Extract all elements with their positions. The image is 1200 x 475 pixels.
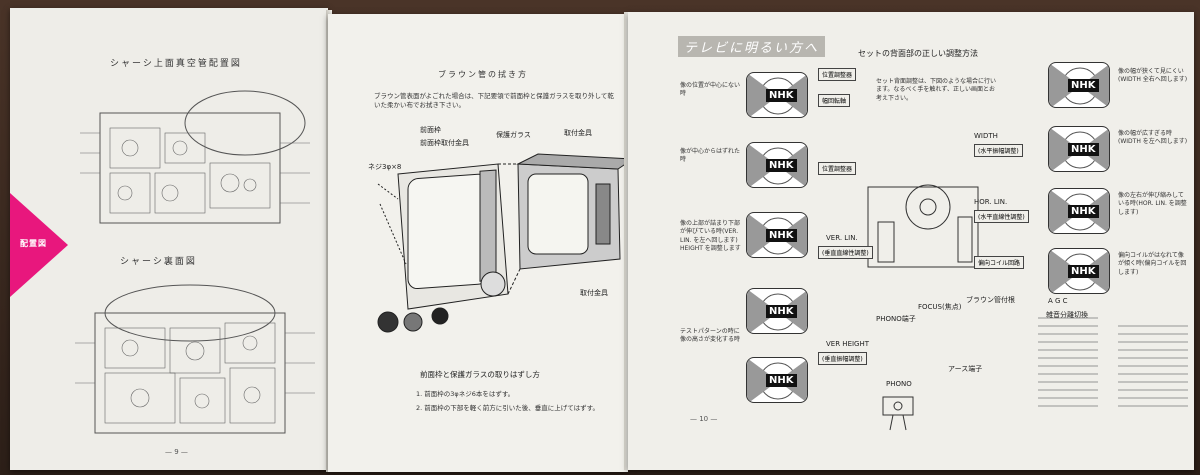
- ctrl-ver-lin: VER. LIN.: [826, 234, 858, 242]
- mid-step-2: 2. 前面枠の下部を軽く前方に引いた後、垂直に上げてはずす。: [416, 404, 599, 412]
- test-pattern-r4: NHK: [1048, 248, 1110, 294]
- left-title-top: シャーシ上面真空管配置図: [110, 59, 242, 69]
- rear-chassis-diagram: [867, 184, 979, 268]
- chassis-note: セット背面調整は、下図のような場合に行います。なるべく手を触れず、正しい画面とお…: [876, 78, 997, 102]
- label-protective-glass: 保護ガラス: [496, 131, 531, 139]
- left-page-number: — 9 —: [165, 448, 188, 456]
- nhk-logo: NHK: [766, 374, 797, 387]
- ctrl-brown-tube: ブラウン管付根: [966, 296, 1015, 304]
- dense-text-block: [1038, 317, 1188, 407]
- middle-page: ブラウン管の拭き方 ブラウン管表面がよごれた場合は、下記要領で前面枠と保護ガラス…: [328, 14, 628, 472]
- ctrl-earth: アース端子: [948, 365, 983, 373]
- nhk-logo: NHK: [766, 305, 797, 318]
- left-note-4: テストパターンの時に像の高さが変化する時: [680, 328, 741, 344]
- ctrl-phono: PHONO端子: [876, 315, 916, 323]
- test-pattern-5: NHK: [746, 357, 808, 403]
- nhk-logo: NHK: [766, 229, 797, 242]
- mid-subtitle: 前面枠と保護ガラスの取りはずし方: [420, 370, 540, 379]
- right-note-1: 像の幅が狭くて見にくい(WIDTH 全右へ回します): [1118, 68, 1188, 84]
- test-pattern-4: NHK: [746, 288, 808, 334]
- phono-jack-diagram: [882, 396, 914, 431]
- nhk-logo: NHK: [1068, 205, 1099, 218]
- ctrl-hor-lin-sub: (水平直線性調整): [974, 210, 1029, 223]
- left-title-bottom: シャーシ裏面図: [120, 257, 197, 267]
- ctrl-width: WIDTH: [974, 132, 998, 140]
- mid-intro: ブラウン管表面がよごれた場合は、下記要領で前面枠と保護ガラスを取り外して乾いた柔…: [374, 92, 614, 110]
- nhk-logo: NHK: [1068, 265, 1099, 278]
- left-note-3: 像の上部が詰まり下部が伸びている時(VER. LIN. を左へ回します) HEI…: [680, 220, 741, 253]
- ctrl-pocus: FOCUS(焦点): [918, 303, 962, 311]
- left-note-2: 像が中心からはずれた時: [680, 148, 741, 164]
- top-chassis-schematic: [80, 90, 310, 224]
- test-pattern-2: NHK: [746, 142, 808, 188]
- ctrl-width-shaft: 幅回転軸: [818, 94, 851, 107]
- right-note-4: 偏向コイルがはなれて像が傾く時(偏向コイルを回します): [1118, 252, 1187, 276]
- tab-label: 配置図: [20, 239, 47, 248]
- right-page: テレビに明るい方へ セットの背面部の正しい調整方法 NHK NHK NHK NH…: [628, 12, 1194, 470]
- ctrl-ver-height: VER HEIGHT: [826, 340, 870, 348]
- nhk-logo: NHK: [766, 89, 797, 102]
- ctrl-ver-height-sub: (垂直振幅調整): [818, 352, 867, 365]
- ctrl-width-sub: (水平振幅調整): [974, 144, 1023, 157]
- mid-title: ブラウン管の拭き方: [438, 70, 528, 79]
- right-note-2: 像の幅が広すぎる時(WIDTH を左へ回します): [1118, 130, 1188, 146]
- right-page-number: — 10 —: [690, 415, 718, 423]
- ctrl-phono-bottom: PHONO: [886, 380, 912, 388]
- bottom-chassis-schematic: [75, 284, 315, 434]
- ctrl-noise: 雑音分離切換: [1046, 311, 1088, 319]
- ctrl-hor-lin: HOR. LIN.: [974, 198, 1008, 206]
- tv-exploded-diagram: [377, 153, 628, 333]
- label-front-frame: 前面枠: [420, 126, 441, 134]
- left-note-1: 像の位置が中心にない時: [680, 82, 741, 98]
- test-pattern-r2: NHK: [1048, 126, 1110, 172]
- mid-step-1: 1. 前面枠の3φネジ6本をはずす。: [416, 390, 515, 398]
- nhk-logo: NHK: [1068, 143, 1099, 156]
- label-screw: ネジ3φ×8: [368, 163, 402, 171]
- ctrl-yoke: 偏向コイル回路: [974, 256, 1025, 269]
- nhk-logo: NHK: [766, 159, 797, 172]
- test-pattern-r3: NHK: [1048, 188, 1110, 234]
- right-title: セットの背面部の正しい調整方法: [858, 49, 978, 58]
- pink-section-tab: [10, 193, 68, 297]
- right-banner: テレビに明るい方へ: [678, 36, 826, 57]
- ctrl-focus-pos: 位置調整器: [818, 162, 857, 175]
- label-mount-bracket-bottom: 取付金具: [580, 289, 608, 297]
- right-note-3: 像の左右が伸び縮みしている時(HOR. LIN. を調整します): [1118, 192, 1187, 216]
- label-mount-bracket: 取付金具: [564, 129, 592, 137]
- ctrl-agc: A G C: [1048, 297, 1068, 305]
- ctrl-position: 位置調整器: [818, 68, 857, 81]
- label-front-frame-bracket: 前面枠取付金具: [420, 139, 469, 147]
- nhk-logo: NHK: [1068, 79, 1099, 92]
- test-pattern-r1: NHK: [1048, 62, 1110, 108]
- test-pattern-1: NHK: [746, 72, 808, 118]
- test-pattern-3: NHK: [746, 212, 808, 258]
- ctrl-ver-lin-sub: (垂直直線性調整): [818, 246, 873, 259]
